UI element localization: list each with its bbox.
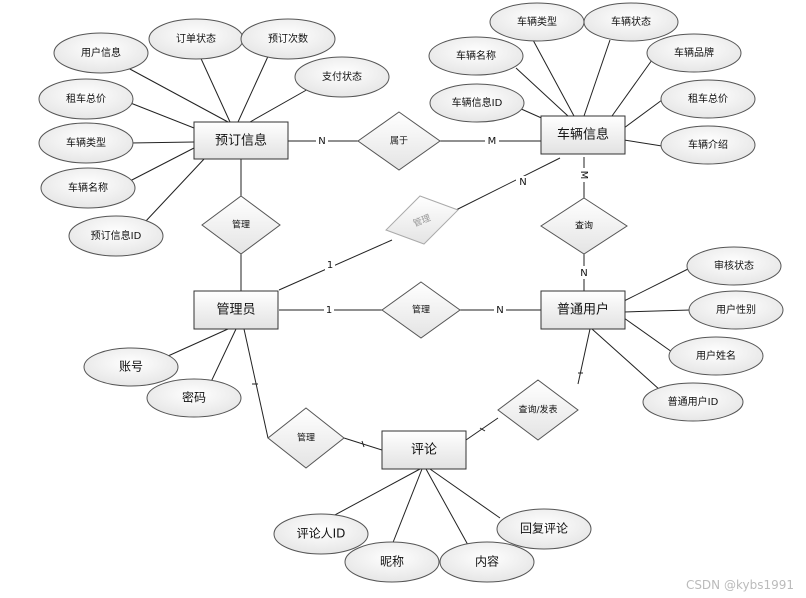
entity-booking[interactable]: 预订信息 [193,121,289,160]
attributes-vehicle: 车辆类型 车辆状态 车辆名称 车辆品牌 车辆信息ID 租车总价 车辆介绍 [428,2,756,165]
attribute-ellipse: 用户姓名 [668,336,764,376]
svg-text:车辆品牌: 车辆品牌 [674,46,714,59]
cardinality-admin-manage-vehicle: 1 [327,260,333,271]
relationship-admin-user[interactable]: 管理 [381,281,461,339]
cardinality-admin-manage-user: 1 [326,305,332,316]
svg-text:支付状态: 支付状态 [322,70,362,83]
entity-vehicle-label: 车辆信息 [557,127,609,143]
line-ticks [252,372,583,448]
attribute-ellipse: 审核状态 [686,246,782,286]
attribute-ellipse: 车辆名称 [40,167,136,209]
relationship-user-comment-label: 查询/发表 [518,404,557,416]
entity-booking-label: 预订信息 [215,133,267,149]
attribute-ellipse: 预订次数 [240,18,336,60]
relationship-admin-booking[interactable]: 管理 [201,195,281,255]
relationship-admin-user-label: 管理 [412,304,430,316]
svg-text:审核状态: 审核状态 [714,259,754,272]
svg-text:评论人ID: 评论人ID [297,527,346,541]
relationship-user-comment[interactable]: 查询/发表 [497,379,579,441]
entity-vehicle[interactable]: 车辆信息 [540,115,626,155]
attribute-ellipse: 昵称 [344,541,440,583]
attribute-ellipse: 租车总价 [660,79,756,119]
attribute-ellipse: 密码 [146,378,242,418]
relationship-user-vehicle-label: 查询 [575,220,593,232]
cardinality-booking-belongs: N [318,136,325,147]
relationship-belongs[interactable]: 属于 [357,111,441,171]
svg-text:密码: 密码 [182,390,206,405]
attribute-ellipse: 车辆状态 [583,2,679,42]
relationship-admin-booking-label: 管理 [232,219,250,231]
entity-user-label: 普通用户 [557,302,609,318]
svg-text:昵称: 昵称 [380,555,404,569]
svg-text:车辆状态: 车辆状态 [611,15,651,28]
entity-admin-label: 管理员 [216,303,255,318]
attribute-ellipse: 车辆名称 [428,36,524,76]
cardinality-vehicle-belongs: M [488,136,497,147]
svg-text:车辆名称: 车辆名称 [456,49,496,62]
attributes-user: 审核状态 用户性别 用户姓名 普通用户ID [642,246,784,422]
attribute-ellipse: 普通用户ID [642,382,744,422]
svg-text:普通用户ID: 普通用户ID [668,395,719,408]
attributes-booking: 用户信息 订单状态 预订次数 支付状态 租车总价 车辆类型 车辆名称 预订信息I… [38,18,390,257]
cardinality-user-manage: N [496,305,503,316]
attribute-ellipse: 用户性别 [688,290,784,330]
svg-text:车辆信息ID: 车辆信息ID [452,96,503,109]
attribute-ellipse: 内容 [439,541,535,583]
relationship-admin-comment[interactable]: 管理 [267,407,345,469]
watermark: CSDN @kybs1991 [685,578,794,592]
attribute-ellipse: 用户信息 [53,32,149,74]
entity-comment[interactable]: 评论 [381,430,467,470]
attribute-ellipse: 租车总价 [38,78,134,120]
attribute-ellipse: 车辆品牌 [646,33,742,73]
entity-comment-label: 评论 [411,443,437,458]
svg-text:租车总价: 租车总价 [688,92,728,105]
svg-text:用户性别: 用户性别 [716,303,756,316]
attribute-ellipse: 账号 [83,347,179,387]
attribute-ellipse: 车辆信息ID [429,83,525,123]
attributes-comment: 评论人ID 昵称 内容 回复评论 [273,508,592,583]
cardinality-vehicle-query: M [578,171,589,180]
relationship-user-vehicle[interactable]: 查询 [540,197,628,255]
svg-text:车辆类型: 车辆类型 [66,136,106,149]
svg-text:车辆名称: 车辆名称 [68,181,108,194]
svg-text:租车总价: 租车总价 [66,92,106,105]
svg-text:车辆类型: 车辆类型 [517,15,557,28]
svg-text:内容: 内容 [475,554,499,569]
svg-text:车辆介绍: 车辆介绍 [688,138,728,151]
relationship-admin-comment-label: 管理 [297,432,315,444]
attribute-ellipse: 车辆类型 [489,2,585,42]
svg-text:回复评论: 回复评论 [520,522,568,536]
attribute-ellipse: 支付状态 [294,56,390,98]
attribute-ellipse: 订单状态 [148,18,244,60]
attribute-ellipse: 车辆类型 [38,122,134,164]
relationship-admin-vehicle[interactable]: 管理 [385,195,459,245]
attributes-admin: 账号 密码 [83,347,242,418]
svg-text:用户姓名: 用户姓名 [696,349,736,362]
attribute-ellipse: 车辆介绍 [660,125,756,165]
svg-text:预订次数: 预订次数 [268,32,308,45]
svg-text:用户信息: 用户信息 [81,46,121,59]
relationship-belongs-label: 属于 [390,136,408,147]
attribute-ellipse: 回复评论 [496,508,592,550]
entity-admin[interactable]: 管理员 [193,290,279,330]
attribute-ellipse: 预订信息ID [68,215,164,257]
svg-text:预订信息ID: 预订信息ID [91,229,142,242]
cardinality-labels: N M M N 1 1 N N [316,134,590,317]
attribute-ellipse: 评论人ID [273,513,369,555]
svg-text:订单状态: 订单状态 [176,32,216,45]
entity-user[interactable]: 普通用户 [540,290,626,330]
svg-text:账号: 账号 [119,360,143,374]
cardinality-admin-vehicle-n: N [519,177,526,188]
cardinality-user-query: N [580,268,587,279]
